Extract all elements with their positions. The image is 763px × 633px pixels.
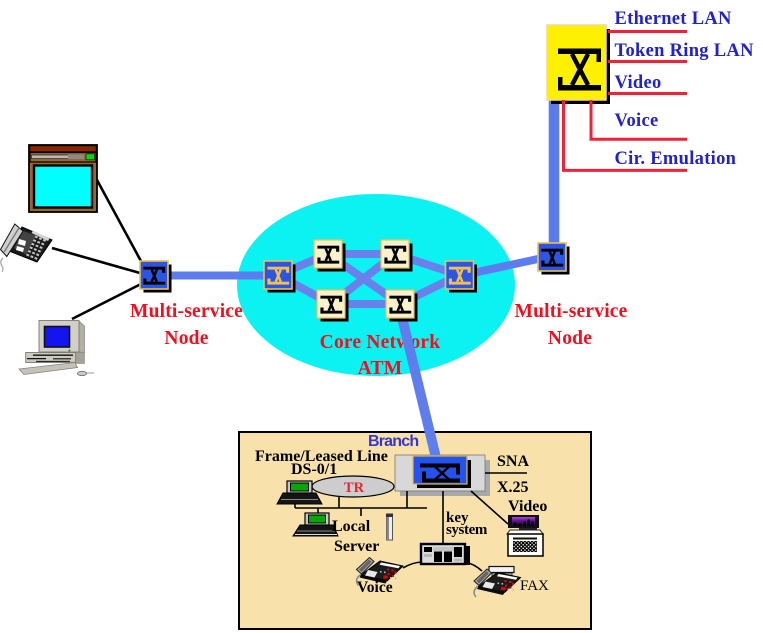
svg-text:Token Ring LAN: Token Ring LAN bbox=[615, 41, 755, 61]
svg-text:X.25: X.25 bbox=[497, 479, 529, 496]
svg-text:Ethernet LAN: Ethernet LAN bbox=[615, 9, 732, 29]
svg-text:Multi-service: Multi-service bbox=[130, 301, 243, 322]
svg-text:system: system bbox=[446, 522, 488, 538]
svg-text:Local: Local bbox=[332, 518, 371, 535]
svg-text:Multi-service: Multi-service bbox=[514, 301, 627, 322]
svg-text:FAX: FAX bbox=[520, 578, 549, 594]
svg-text:SNA: SNA bbox=[497, 453, 529, 470]
svg-text:Cir. Emulation: Cir. Emulation bbox=[615, 149, 737, 169]
svg-text:Voice: Voice bbox=[615, 111, 659, 131]
svg-text:Branch: Branch bbox=[368, 433, 418, 450]
svg-text:Video: Video bbox=[615, 73, 662, 93]
svg-text:ATM: ATM bbox=[358, 358, 403, 379]
svg-text:Node: Node bbox=[548, 328, 592, 349]
svg-text:Video: Video bbox=[508, 498, 547, 515]
svg-text:TR: TR bbox=[344, 480, 365, 496]
svg-text:DS-0/1: DS-0/1 bbox=[291, 461, 337, 478]
svg-text:Node: Node bbox=[164, 328, 208, 349]
svg-text:Frame/Leased Line: Frame/Leased Line bbox=[255, 448, 388, 465]
svg-text:Core Network: Core Network bbox=[320, 332, 441, 353]
svg-text:Voice: Voice bbox=[357, 579, 393, 596]
svg-text:Server: Server bbox=[334, 538, 379, 555]
svg-text:key: key bbox=[446, 510, 469, 526]
